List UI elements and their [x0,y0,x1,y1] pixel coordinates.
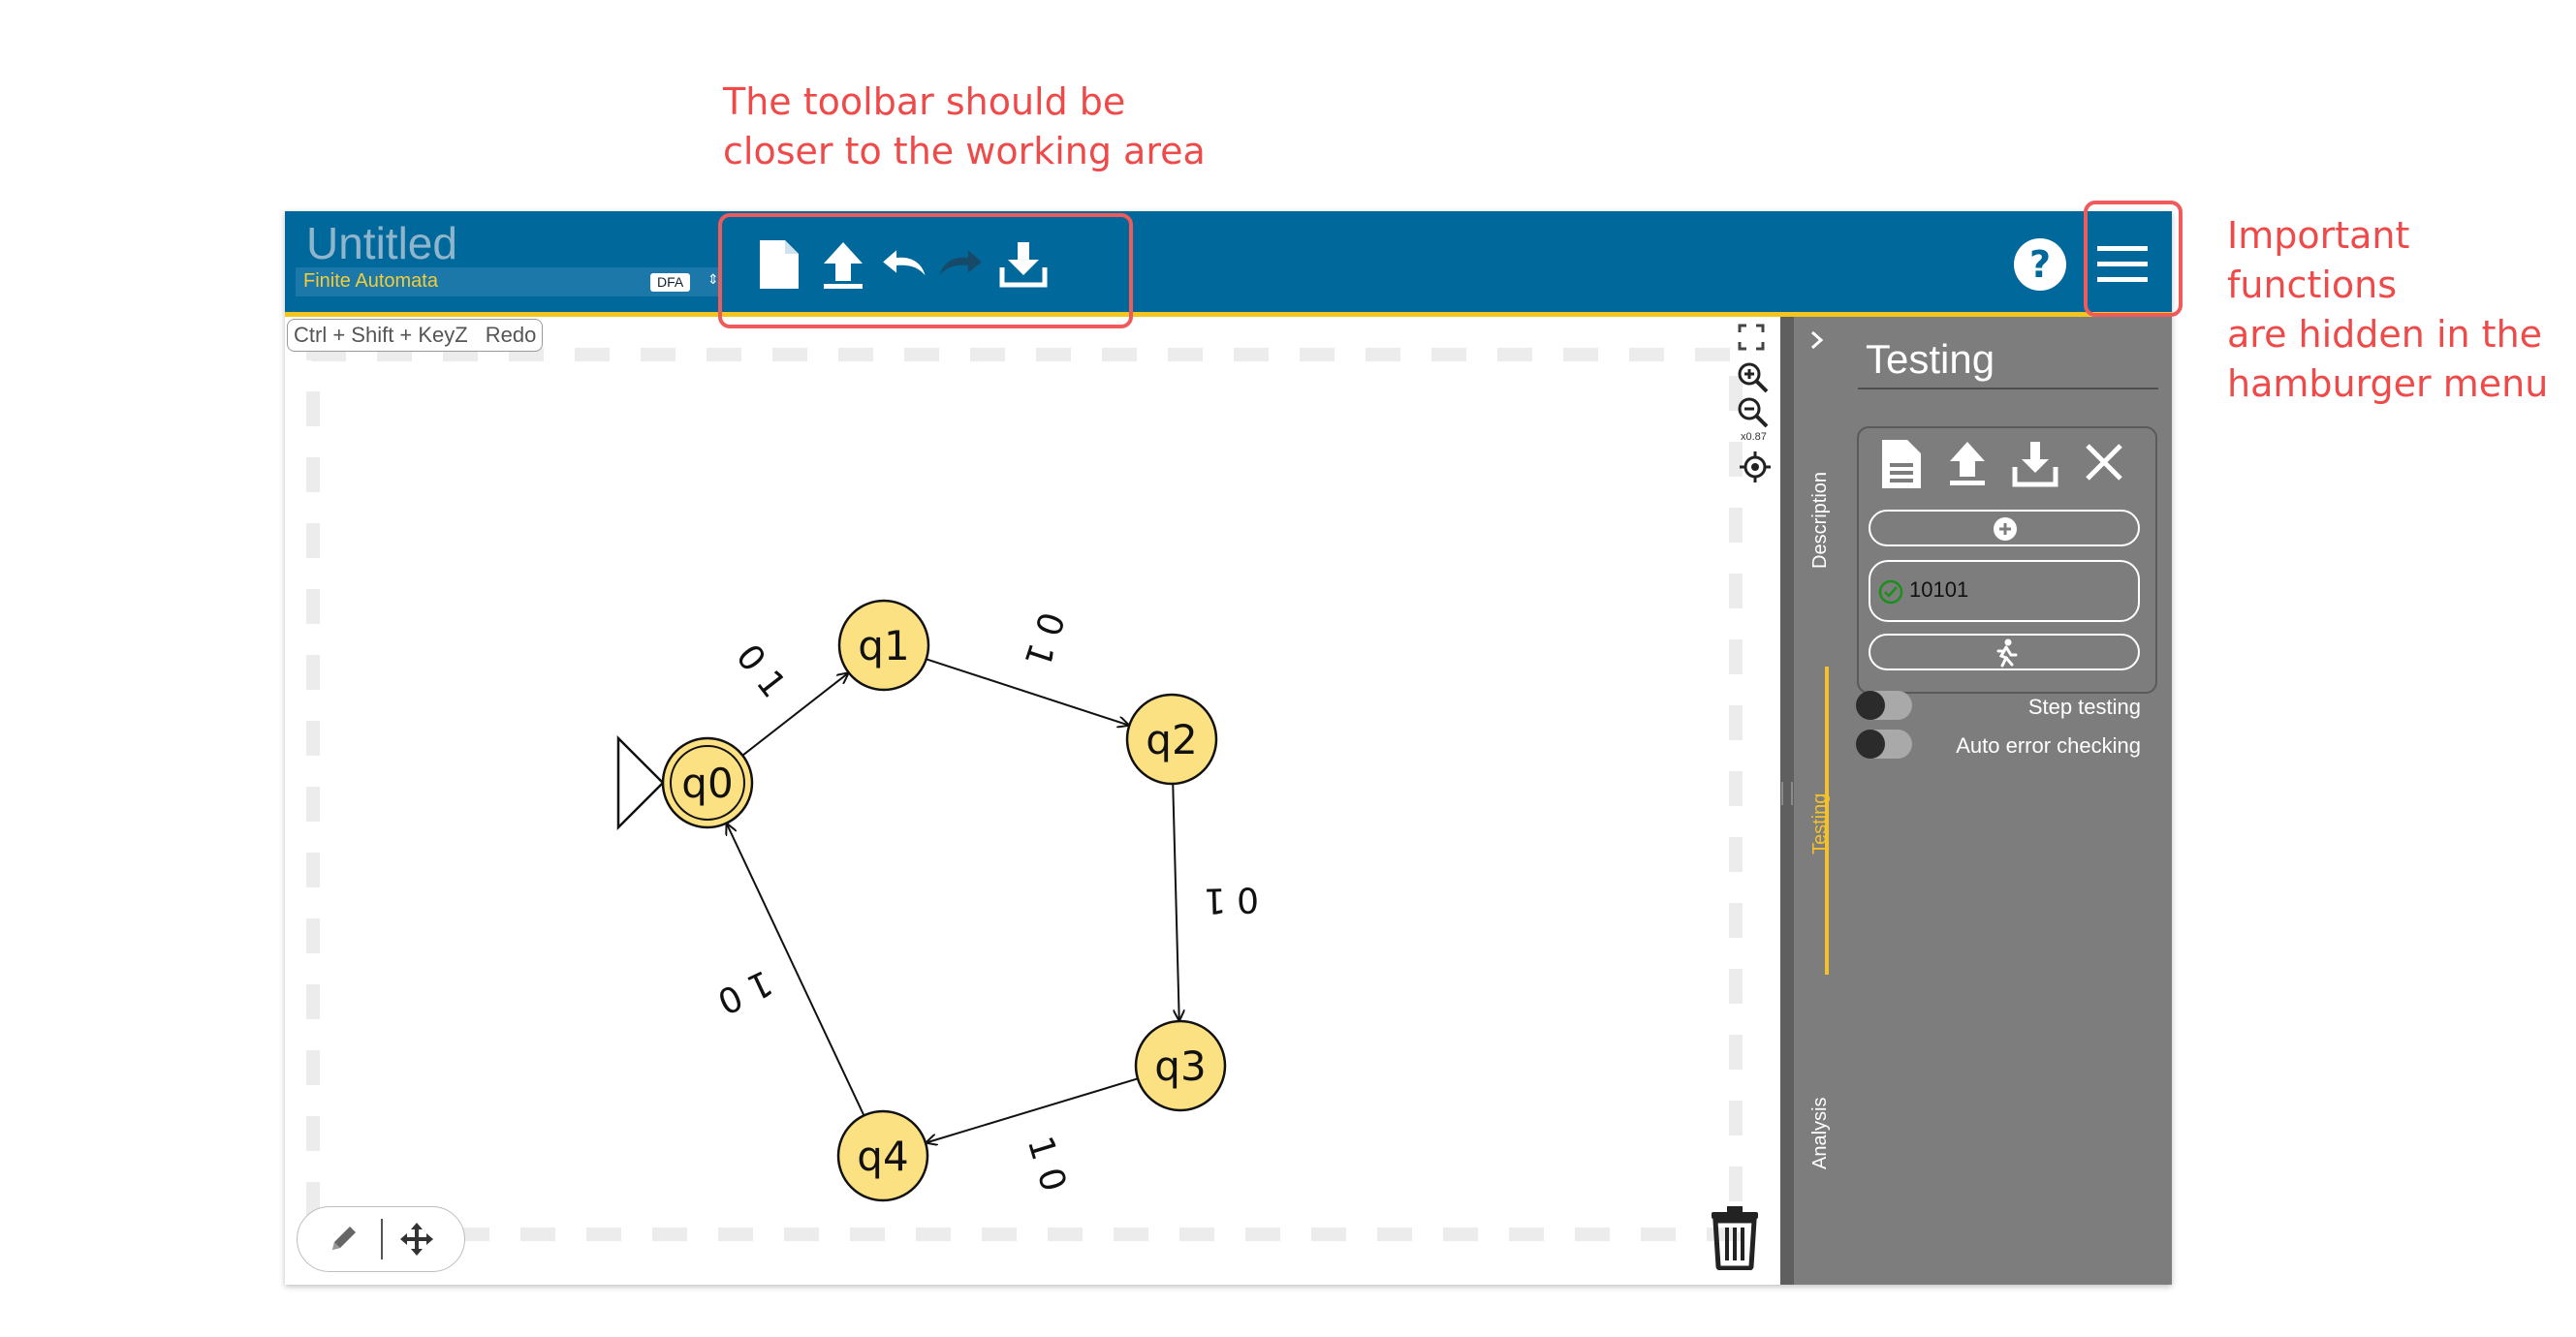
transition-q1-q2[interactable] [926,658,1129,725]
transition-symbol[interactable]: 1 [1203,880,1226,920]
transition-symbol[interactable]: 1 [1020,1132,1064,1165]
toolbar-highlight [718,213,1133,328]
side-panel: Description Testing Analysis Testing [1780,317,2172,1285]
select-arrows-icon[interactable]: ⇕ [707,272,719,288]
help-icon[interactable]: ? [2012,236,2068,293]
plus-circle-icon [1994,517,2017,541]
auto-error-checking-label: Auto error checking [1956,733,2141,758]
toggle-knob [1856,730,1885,759]
zoom-in-icon[interactable] [1737,361,1770,394]
toolbar-annotation: The toolbar should be closer to the work… [723,80,1206,172]
auto-error-checking-toggle[interactable] [1856,730,1912,759]
transition-symbol[interactable]: 0 [1029,1164,1074,1197]
state-label: q1 [858,622,909,669]
shortcut-action: Redo [485,323,537,347]
transition-symbol[interactable]: 0 [1026,606,1071,640]
state-q1[interactable] [837,599,930,692]
canvas-border [306,348,1743,1241]
tool-divider [381,1219,383,1259]
panel-resize-handle[interactable] [1780,317,1794,1285]
download-tests-icon[interactable] [2012,440,2058,488]
project-title[interactable]: Untitled [306,218,457,268]
collapse-chevron-icon[interactable] [1807,328,1827,352]
accepting-ring [670,745,745,821]
state-label: q3 [1154,1042,1206,1090]
hamburger-menu-icon[interactable] [2097,244,2148,285]
state-label: q4 [857,1133,908,1180]
svg-text:?: ? [2029,243,2051,286]
download-icon[interactable] [998,238,1049,291]
new-test-file-icon[interactable] [1880,438,1923,490]
upload-tests-icon[interactable] [1946,440,1989,488]
app-header: Untitled Finite Automata DFA ⇕ ? [285,211,2172,317]
resize-grip-icon[interactable] [1781,782,1793,805]
recenter-icon[interactable] [1739,451,1772,483]
step-testing-toggle[interactable] [1856,691,1912,720]
project-type-bar: Finite Automata DFA ⇕ [296,267,720,296]
tab-description[interactable]: Description [1809,471,1831,569]
state-q3[interactable] [1134,1019,1227,1112]
state-q4[interactable] [836,1109,929,1202]
fullscreen-icon[interactable] [1737,323,1766,352]
app-window: Untitled Finite Automata DFA ⇕ ? [285,211,2172,1285]
panel-title: Testing [1866,336,1995,382]
working-area[interactable]: Ctrl + Shift + KeyZ Redo x0.87 [285,317,1780,1285]
redo-icon[interactable] [936,238,987,291]
transition-symbol[interactable]: 0 [711,976,748,1021]
test-suite-box: 10101 [1857,426,2157,694]
state-q0[interactable] [661,736,754,829]
state-label: q0 [681,760,733,807]
transition-q2-q3[interactable] [1172,783,1179,1020]
transition-symbol[interactable]: 1 [741,962,778,1008]
state-label: q2 [1146,716,1197,763]
zoom-out-icon[interactable] [1737,396,1770,429]
upload-icon[interactable] [818,238,868,291]
toggle-knob [1856,691,1885,720]
mode-toolbar [297,1206,465,1272]
automaton-type-select[interactable]: DFA [650,273,691,292]
menu-highlight [2084,201,2183,317]
run-tests-button[interactable] [1869,634,2140,670]
transition-symbol[interactable]: 0 [1236,879,1259,919]
add-test-button[interactable] [1869,510,2140,546]
close-icon[interactable] [2084,442,2124,482]
trash-icon[interactable] [1708,1204,1762,1270]
menu-annotation: Important functions are hidden in the ha… [2227,214,2549,405]
transition-q0-q1[interactable] [741,673,848,757]
transition-q4-q0[interactable] [727,824,865,1116]
initial-state-arrow [616,734,665,831]
transition-symbol[interactable]: 1 [748,664,793,705]
project-type-label: Finite Automata [303,270,438,292]
check-circle-icon [1878,579,1903,605]
active-tab-indicator [1825,667,1829,975]
test-input-value[interactable]: 10101 [1909,577,1969,602]
move-icon[interactable] [398,1221,435,1258]
shortcut-hint: Ctrl + Shift + KeyZ Redo [287,319,544,352]
transition-symbol[interactable]: 1 [1016,638,1060,672]
tab-analysis[interactable]: Analysis [1809,1097,1831,1169]
running-person-icon [1996,638,2018,668]
zoom-controls [1737,323,1770,429]
panel-divider [1858,388,2158,389]
new-file-icon[interactable] [754,238,804,291]
test-case-row[interactable]: 10101 [1869,560,2140,622]
zoom-level: x0.87 [1741,431,1767,443]
shortcut-keys: Ctrl + Shift + KeyZ [294,323,468,347]
state-q2[interactable] [1125,693,1218,786]
undo-icon[interactable] [878,238,928,291]
step-testing-label: Step testing [2027,695,2141,719]
pencil-icon[interactable] [327,1223,360,1256]
transition-q3-q4[interactable] [927,1077,1139,1142]
